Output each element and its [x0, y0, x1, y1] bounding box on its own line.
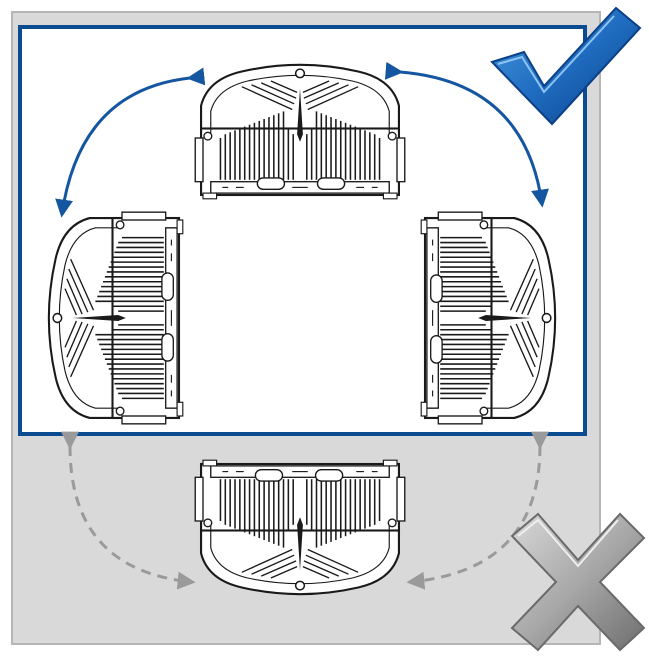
check-mark-icon: [490, 6, 642, 126]
device-right-orientation: [420, 211, 557, 425]
forbidden-rotation-arrows: [60, 431, 550, 590]
device-left-orientation: [47, 211, 184, 425]
device-bottom-orientation: [194, 459, 406, 596]
allowed-rotation-arrows: [55, 61, 549, 218]
device-top-orientation: [194, 63, 406, 200]
cross-mark-icon: [510, 512, 646, 652]
